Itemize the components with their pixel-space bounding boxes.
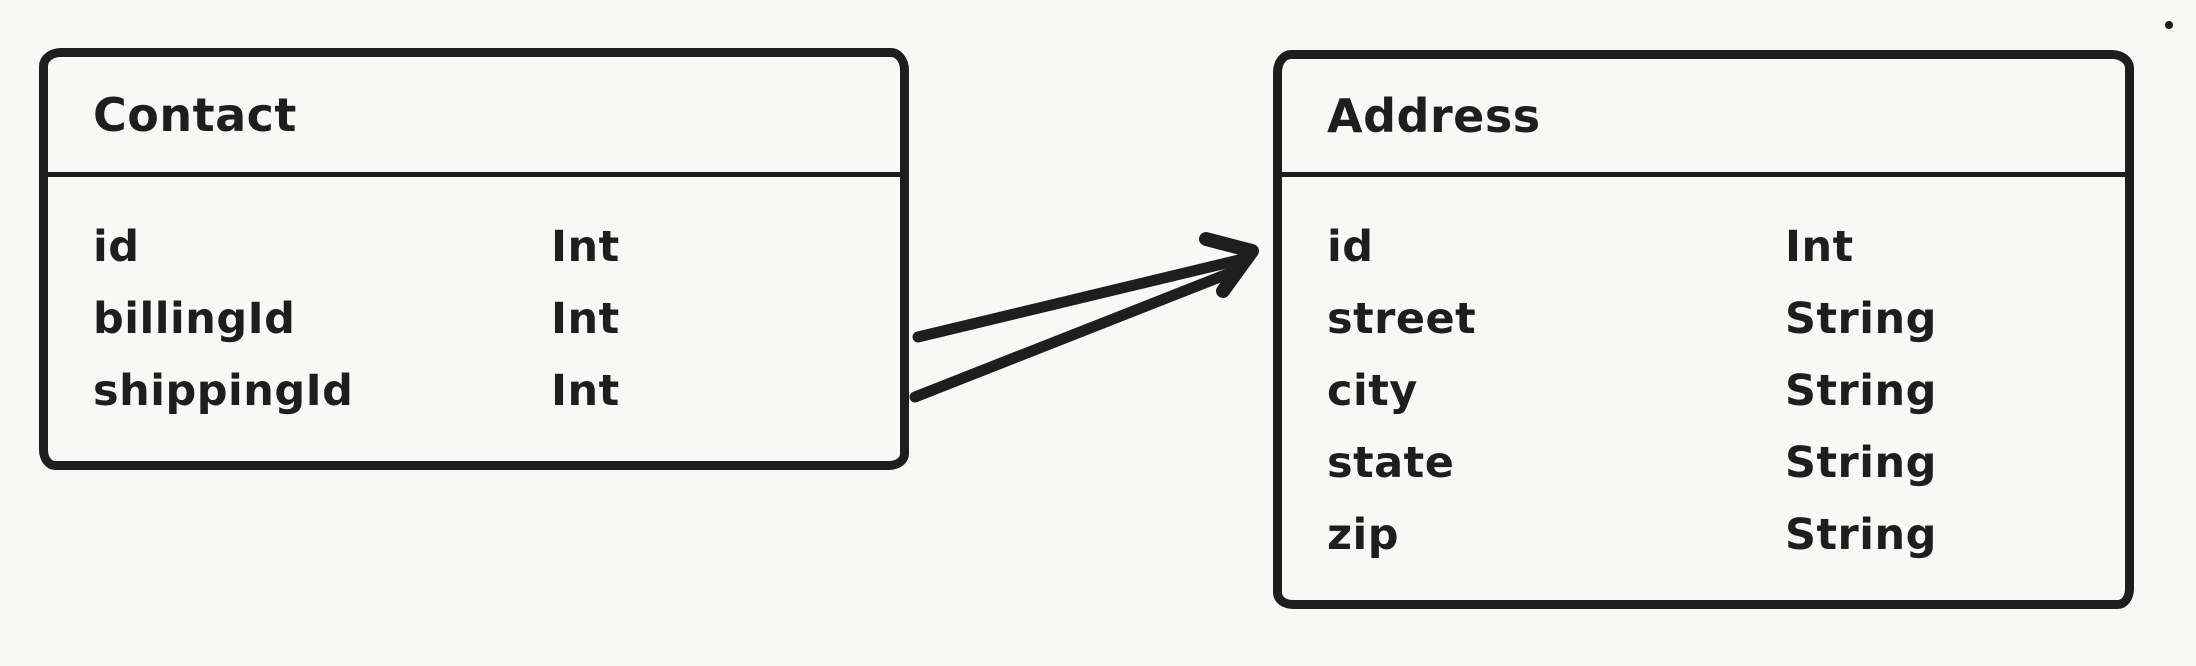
field-name: street <box>1327 294 1477 344</box>
field-name: state <box>1327 438 1455 488</box>
arrowhead-icon <box>1199 232 1259 298</box>
field-type: String <box>1785 510 1937 560</box>
field-row: id Int <box>1327 211 2125 283</box>
field-name: city <box>1327 366 1418 416</box>
field-type: String <box>1785 366 1937 416</box>
field-row: street String <box>1327 283 2125 355</box>
stray-dot <box>2165 21 2173 29</box>
field-type: String <box>1785 438 1937 488</box>
table-title-address: Address <box>1327 88 1541 143</box>
field-name: shippingId <box>93 366 354 416</box>
field-type: Int <box>551 366 620 416</box>
field-name: billingId <box>93 294 296 344</box>
table-fields-address: id Int street String city String state S… <box>1282 177 2125 571</box>
entity-table-address[interactable]: Address id Int street String city String… <box>1273 50 2134 609</box>
field-name: id <box>93 222 140 272</box>
arrow-shippingid-to-address-id[interactable] <box>909 267 1236 403</box>
field-row: zip String <box>1327 499 2125 571</box>
arrow-billingid-to-address-id[interactable] <box>912 253 1249 343</box>
entity-table-contact[interactable]: Contact id Int billingId Int shippingId … <box>39 48 909 470</box>
field-row: billingId Int <box>93 283 900 355</box>
field-type: String <box>1785 294 1937 344</box>
field-type: Int <box>1785 222 1854 272</box>
field-row: state String <box>1327 427 2125 499</box>
table-header-contact: Contact <box>48 57 900 177</box>
field-type: Int <box>551 222 620 272</box>
field-name: zip <box>1327 510 1400 560</box>
field-row: city String <box>1327 355 2125 427</box>
field-type: Int <box>551 294 620 344</box>
table-fields-contact: id Int billingId Int shippingId Int <box>48 177 900 427</box>
table-header-address: Address <box>1282 59 2125 177</box>
field-name: id <box>1327 222 1374 272</box>
field-row: shippingId Int <box>93 355 900 427</box>
field-row: id Int <box>93 211 900 283</box>
table-title-contact: Contact <box>93 87 297 142</box>
